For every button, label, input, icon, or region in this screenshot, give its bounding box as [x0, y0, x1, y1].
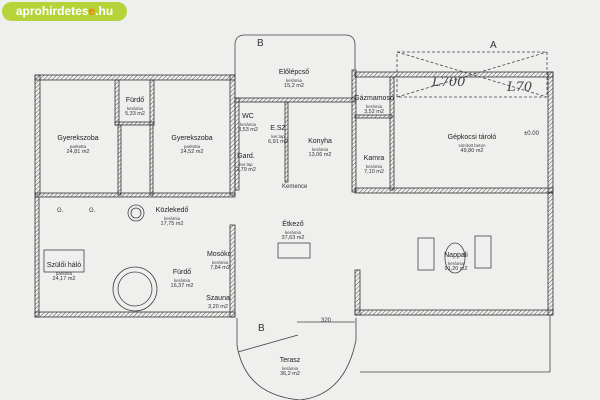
section-marker-a: A: [490, 40, 497, 51]
room-area: 91,20 m2: [444, 265, 468, 272]
room-name: WC: [242, 113, 254, 120]
section-marker-b-top: B: [257, 38, 264, 49]
room-floor: kerámia: [285, 77, 303, 83]
handwritten-note-2: L70: [507, 80, 533, 95]
room-floor: kerámia: [173, 277, 190, 283]
logo-accent: e: [88, 4, 96, 18]
room-floor: simított beton: [458, 142, 486, 148]
room-floor: kerámia: [126, 105, 143, 111]
logo-domain: .hu: [95, 4, 114, 18]
watermark-logo: aprohirdetese.hu: [2, 2, 127, 21]
room-area: 15,2 m2: [284, 82, 304, 89]
room-floor: kerámia: [284, 229, 301, 235]
room-area: 49,80 m2: [460, 147, 484, 154]
room-area: 5,33 m2: [125, 110, 145, 117]
room-floor: parketta: [55, 270, 73, 276]
wardrobe-label-2: G.: [89, 208, 96, 214]
room-name: Mosókc.: [206, 251, 234, 258]
room-floor: kerámia: [365, 103, 382, 109]
room-name: Szülői háló: [46, 262, 82, 269]
room-name: Előlépcső: [278, 69, 310, 76]
dimension-320: 320: [321, 318, 332, 324]
room-name: Fürdő: [125, 97, 145, 104]
room-name: Nappali: [444, 252, 468, 259]
room-name: Kamra: [363, 155, 385, 162]
room-name: Fürdő: [172, 269, 192, 276]
room-floor: kerámia: [211, 259, 228, 265]
room-name: Gyerekszoba: [171, 135, 213, 142]
room-name: Gyerekszoba: [57, 135, 99, 142]
room-area: 24,52 m2: [180, 148, 204, 155]
room-floor: kerámia: [365, 163, 382, 169]
room-floor: kerámia: [281, 365, 298, 371]
room-area: 7,10 m2: [364, 168, 384, 175]
room-floor: kerámia: [239, 121, 256, 127]
room-area: 17,75 m2: [160, 220, 184, 227]
room-area: 36,2 m2: [280, 370, 300, 377]
room-floor: parketta: [183, 143, 201, 149]
room-name: Terasz: [279, 357, 301, 364]
room-name: E.SZ: [270, 125, 286, 132]
handwritten-note-1: L700: [432, 75, 466, 90]
room-area: 24,81 m2: [66, 148, 90, 155]
room-name: Közlekedő: [155, 207, 189, 214]
room-area: 3,53 m2: [238, 126, 258, 133]
wardrobe-label-1: G.: [57, 208, 64, 214]
oven-label: Kemence: [282, 184, 308, 190]
room-area: 3,20 m2: [208, 303, 228, 310]
room-area: 13,06 m2: [308, 151, 332, 158]
room-floor: ker.lap: [271, 133, 285, 139]
room-area: 6,91 m2: [268, 138, 288, 145]
level-marker: ±0.00: [524, 131, 539, 137]
room-name: Gard.: [237, 153, 255, 160]
room-floor: kerámia: [311, 146, 328, 152]
room-name: Gépkocsi tároló: [447, 134, 497, 141]
room-name: Gázmamosó: [354, 95, 394, 102]
room-area: 3,52 m2: [364, 108, 384, 115]
room-floor: ker.lap: [239, 161, 253, 167]
room-name: Szauna: [206, 295, 230, 302]
room-name: Étkező: [282, 221, 304, 228]
room-floor: kerámia: [447, 260, 464, 266]
room-area: 16,37 m2: [170, 282, 194, 289]
room-area: 24,17 m2: [52, 275, 76, 282]
room-area: 2,79 m2: [236, 166, 256, 173]
room-area: 37,63 m2: [281, 234, 305, 241]
section-marker-b-bottom: B: [258, 323, 265, 334]
room-name: Konyha: [308, 138, 332, 145]
walls: [34, 69, 554, 318]
room-area: 7,84 m2: [210, 264, 230, 271]
room-floor: parketta: [69, 143, 87, 149]
logo-text: aprohirdetes: [15, 4, 89, 18]
room-floor: kerámia: [163, 215, 181, 221]
